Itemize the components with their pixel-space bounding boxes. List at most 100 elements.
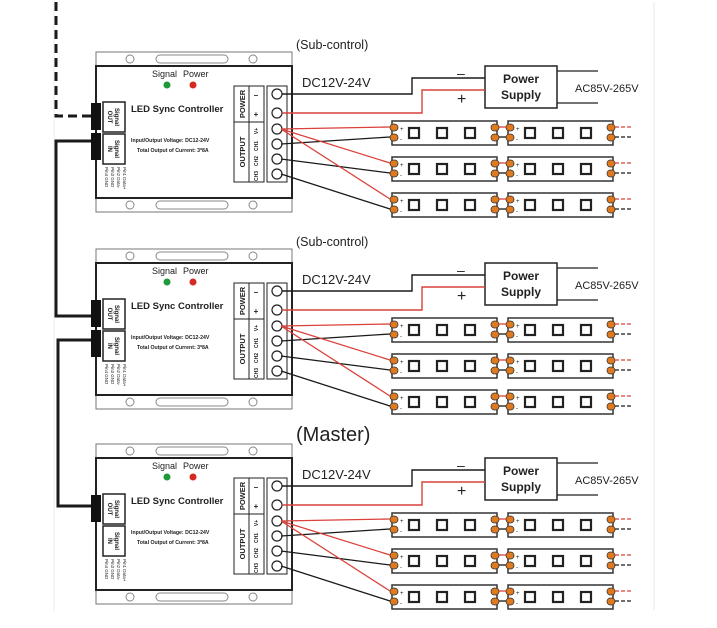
signal-out-port xyxy=(102,493,126,525)
solder-pad-minus xyxy=(505,330,515,339)
pad-plus-label: + xyxy=(400,360,404,366)
smd-led-icon xyxy=(407,518,421,532)
solder-pad-minus xyxy=(490,169,500,178)
signal-led-icon xyxy=(163,81,171,89)
pin-label-3: Pin4 GND xyxy=(104,167,109,188)
smd-led-icon xyxy=(407,590,421,604)
spec-voltage: Input/Output Voltage: DC12-24V xyxy=(131,530,210,536)
output-label-text: V+ xyxy=(254,325,260,331)
mount-slot xyxy=(155,200,229,210)
pin-label-text: Pin1 Data+ xyxy=(122,364,127,387)
solder-pad-minus xyxy=(389,366,399,375)
screw-terminal-1 xyxy=(271,499,283,511)
led-strip: +- xyxy=(505,548,616,574)
smd-led-icon xyxy=(579,590,593,604)
pad-minus-label: - xyxy=(516,173,518,179)
power-led-icon xyxy=(189,473,197,481)
solder-pad-plus xyxy=(505,159,515,168)
solder-pad-plus xyxy=(505,392,515,401)
signal-in-text-2: IN xyxy=(106,146,112,152)
smd-led-icon xyxy=(551,198,565,212)
pad-plus-label: + xyxy=(516,591,520,597)
output-label-text: CH3 xyxy=(254,368,260,378)
pad-minus-label: - xyxy=(516,529,518,535)
ac-voltage-label: AC85V-265V xyxy=(575,475,639,487)
pin-label-0: Pin1 Data+ xyxy=(122,559,127,582)
solder-pad-plus xyxy=(606,515,616,524)
smd-led-icon xyxy=(523,395,537,409)
power-minus-label: – xyxy=(254,483,259,492)
power-supply-label-2: Supply xyxy=(501,480,541,494)
led-strip-row-1: +-+- xyxy=(389,353,632,379)
screw-terminal-0 xyxy=(271,480,283,492)
solder-pad-minus xyxy=(505,169,515,178)
pad-plus-label: + xyxy=(400,591,404,597)
signal-in-text-1: Signal xyxy=(113,337,119,355)
dashed-signal-wire xyxy=(54,2,92,118)
screw-terminal-4 xyxy=(271,545,283,557)
output-label-text: CH2 xyxy=(254,548,260,558)
solder-pad-plus xyxy=(490,515,500,524)
output-label-text: V+ xyxy=(254,128,260,134)
screw-terminal-0 xyxy=(271,88,283,100)
smd-led-icon xyxy=(463,359,477,373)
output-positive-wire xyxy=(280,325,391,361)
smd-led-icon xyxy=(407,162,421,176)
signal-wire-1 xyxy=(54,139,92,318)
solder-pad-minus xyxy=(606,133,616,142)
power-plus-label: + xyxy=(254,307,259,316)
solder-pad-plus xyxy=(389,195,399,204)
solder-pad-minus xyxy=(389,133,399,142)
led-strip-row-2: +-+- xyxy=(389,584,632,610)
smd-led-icon xyxy=(579,359,593,373)
pad-minus-label: - xyxy=(516,370,518,376)
solder-pad-minus xyxy=(490,133,500,142)
mount-slot xyxy=(155,446,229,456)
smd-led-icon xyxy=(523,198,537,212)
solder-pad-plus xyxy=(490,356,500,365)
pad-minus-label: - xyxy=(516,209,518,215)
signal-out-text-2: OUT xyxy=(106,308,112,321)
power-indicator-label: Power xyxy=(183,69,209,79)
solder-pad-plus xyxy=(505,195,515,204)
dc-negative-wire xyxy=(282,469,485,487)
smd-led-icon xyxy=(551,554,565,568)
led-strip: +- xyxy=(389,512,500,538)
output-channel-wire xyxy=(280,550,391,566)
solder-pad-minus xyxy=(606,169,616,178)
signal-in-port xyxy=(102,525,126,557)
pad-minus-label: - xyxy=(400,406,402,412)
output-label-out_ch3: CH3 xyxy=(254,563,260,573)
screw-terminal-4 xyxy=(271,153,283,165)
solder-pad-minus xyxy=(606,402,616,411)
signal-in-text-2: IN xyxy=(106,538,112,544)
screw-terminal-0 xyxy=(271,285,283,297)
dc-positive-wire xyxy=(282,481,485,506)
mount-hole xyxy=(248,54,258,64)
pin-label-text: Pin1 Data+ xyxy=(122,559,127,582)
solder-pad-minus xyxy=(505,402,515,411)
dc-minus-sign: – xyxy=(457,457,465,473)
screw-terminal-1 xyxy=(271,107,283,119)
output-group-label: OUTPUT xyxy=(238,528,247,559)
pin-label-text: Pin4 GND xyxy=(104,167,109,188)
output-channel-wire xyxy=(280,136,391,145)
signal-out-connector xyxy=(91,103,101,130)
smd-led-icon xyxy=(463,518,477,532)
dc-voltage-label: DC12V-24V xyxy=(302,272,371,287)
solder-pad-minus xyxy=(505,366,515,375)
solder-pad-plus xyxy=(606,320,616,329)
led-strip: +- xyxy=(505,120,616,146)
smd-led-icon xyxy=(463,590,477,604)
output-positive-wire xyxy=(280,128,391,200)
signal-out-text-1: Signal xyxy=(113,305,119,323)
smd-led-icon xyxy=(435,359,449,373)
screw-terminal-2 xyxy=(271,123,283,135)
smd-led-icon xyxy=(463,554,477,568)
pad-plus-label: + xyxy=(516,519,520,525)
mount-hole xyxy=(125,592,135,602)
